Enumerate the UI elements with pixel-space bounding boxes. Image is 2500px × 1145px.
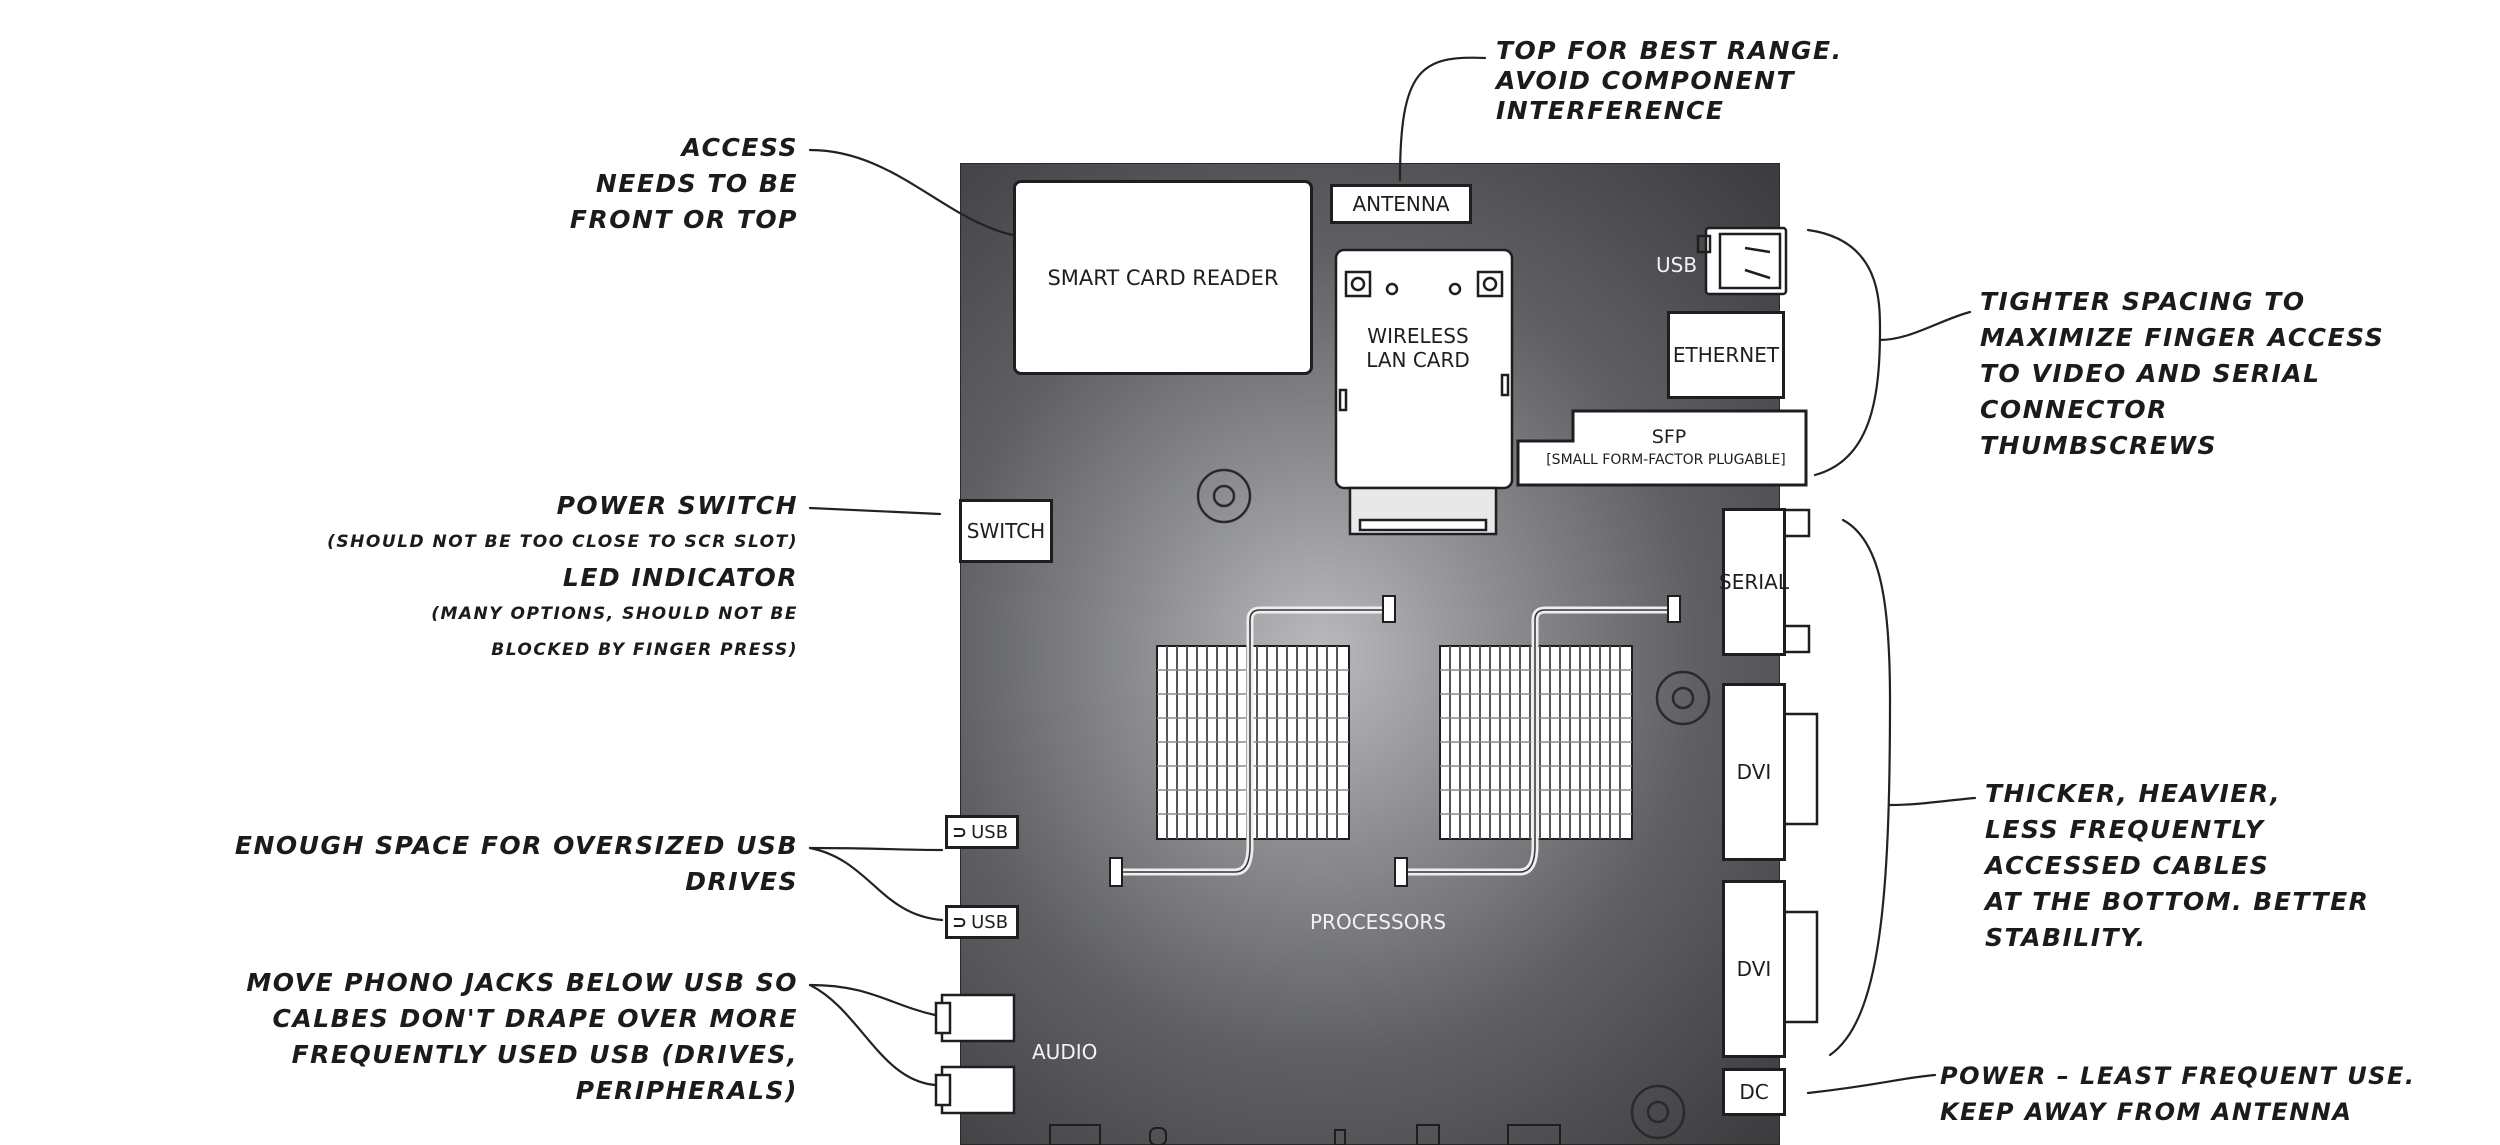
leader-phono2 bbox=[808, 983, 937, 1087]
sfp-outline bbox=[1516, 409, 1808, 487]
leader-access bbox=[808, 148, 1032, 240]
sfp-sublabel: [SMALL FORM-FACTOR PLUGABLE] bbox=[1546, 452, 1786, 468]
note-line: ACCESS bbox=[681, 133, 798, 162]
leader-usb1 bbox=[808, 846, 944, 852]
note-line: STABILITY. bbox=[1985, 923, 2147, 952]
usb-port-left-1: ⊃ USB bbox=[945, 815, 1019, 849]
dc-power-port: DC bbox=[1722, 1068, 1786, 1116]
note-line: THICKER, HEAVIER, bbox=[1985, 779, 2282, 808]
note-line: POWER SWITCH bbox=[556, 491, 798, 520]
note-line: (MANY OPTIONS, SHOULD NOT BE bbox=[431, 604, 798, 624]
note-line: TOP FOR BEST RANGE. bbox=[1496, 36, 1843, 65]
processors-label: PROCESSORS bbox=[1310, 910, 1447, 934]
wireless-lan-card: WIRELESS LAN CARD bbox=[1366, 324, 1470, 372]
note-line: TIGHTER SPACING TO bbox=[1980, 287, 2306, 316]
note-line: CALBES DON'T DRAPE OVER MORE bbox=[272, 1004, 798, 1033]
note-line: MAXIMIZE FINGER ACCESS bbox=[1980, 323, 2385, 352]
connector-tabs bbox=[1781, 508, 1819, 1024]
smart-card-reader: SMART CARD READER bbox=[1013, 180, 1313, 375]
note-line: ACCESSED CABLES bbox=[1985, 851, 2270, 880]
note-usb-space: ENOUGH SPACE FOR OVERSIZED USB DRIVES bbox=[100, 828, 798, 900]
brace-bottom bbox=[1828, 518, 1892, 1057]
note-line: PERIPHERALS) bbox=[575, 1076, 798, 1105]
note-cables: THICKER, HEAVIER, LESS FREQUENTLY ACCESS… bbox=[1985, 776, 2490, 956]
note-line: ENOUGH SPACE FOR OVERSIZED USB bbox=[234, 831, 798, 860]
note-power: POWER – LEAST FREQUENT USE. KEEP AWAY FR… bbox=[1940, 1058, 2495, 1130]
usb-connector-icon: ⊃ bbox=[952, 821, 968, 843]
wlan-socket bbox=[1334, 248, 1514, 536]
leader-spacing bbox=[1878, 310, 1972, 342]
ethernet-port: ETHERNET bbox=[1667, 311, 1785, 399]
leader-usb2 bbox=[808, 846, 944, 922]
bottom-edge-details bbox=[1049, 1124, 1561, 1145]
note-spacing: TIGHTER SPACING TO MAXIMIZE FINGER ACCES… bbox=[1980, 284, 2490, 464]
heatsink-left bbox=[1109, 595, 1396, 887]
note-line: FREQUENTLY USED USB (DRIVES, bbox=[291, 1040, 798, 1069]
note-line: MOVE PHONO JACKS BELOW USB SO bbox=[246, 968, 798, 997]
serial-port: SERIAL bbox=[1719, 508, 1789, 656]
note-line: FRONT OR TOP bbox=[569, 205, 798, 234]
usb-top-detail bbox=[1696, 226, 1788, 296]
note-line: DRIVES bbox=[685, 867, 798, 896]
note-antenna: TOP FOR BEST RANGE. AVOID COMPONENT INTE… bbox=[1496, 36, 1936, 126]
usb-top-label: USB bbox=[1656, 253, 1698, 277]
dvi-port-1: DVI bbox=[1722, 683, 1786, 861]
usb-label: USB bbox=[971, 911, 1009, 933]
usb-port-left-2: ⊃ USB bbox=[945, 905, 1019, 939]
audio-label: AUDIO bbox=[1032, 1040, 1098, 1064]
usb-connector-icon: ⊃ bbox=[952, 911, 968, 933]
power-switch[interactable]: SWITCH bbox=[959, 499, 1053, 563]
antenna: ANTENNA bbox=[1330, 184, 1472, 224]
note-power-switch-led: POWER SWITCH (SHOULD NOT BE TOO CLOSE TO… bbox=[200, 488, 798, 668]
leader-power bbox=[1806, 1073, 1937, 1095]
leader-phono1 bbox=[808, 983, 937, 1017]
heatsink-right bbox=[1394, 595, 1681, 887]
note-line: POWER – LEAST FREQUENT USE. bbox=[1940, 1062, 2416, 1090]
note-line: LED INDICATOR bbox=[562, 563, 798, 592]
note-phono: MOVE PHONO JACKS BELOW USB SO CALBES DON… bbox=[100, 965, 798, 1109]
note-access: ACCESS NEEDS TO BE FRONT OR TOP bbox=[480, 130, 798, 238]
dvi-port-2: DVI bbox=[1722, 880, 1786, 1058]
note-line: KEEP AWAY FROM ANTENNA bbox=[1940, 1098, 2353, 1126]
leader-antenna bbox=[1398, 56, 1487, 182]
leader-cables bbox=[1888, 796, 1977, 807]
note-line: LESS FREQUENTLY bbox=[1985, 815, 2265, 844]
brace-top bbox=[1806, 228, 1882, 477]
note-line: (SHOULD NOT BE TOO CLOSE TO SCR SLOT) bbox=[327, 532, 798, 552]
note-line: NEEDS TO BE bbox=[595, 169, 798, 198]
sfp-label: SFP bbox=[1651, 426, 1687, 448]
phono-jacks bbox=[934, 993, 1016, 1115]
note-line: TO VIDEO AND SERIAL bbox=[1980, 359, 2321, 388]
note-line: CONNECTOR bbox=[1980, 395, 2168, 424]
usb-label: USB bbox=[971, 821, 1009, 843]
note-line: THUMBSCREWS bbox=[1980, 431, 2217, 460]
note-line: AT THE BOTTOM. BETTER bbox=[1985, 887, 2370, 916]
mounting-holes bbox=[1196, 468, 1711, 1140]
leader-switch bbox=[808, 506, 942, 516]
note-line: INTERFERENCE bbox=[1496, 96, 1725, 125]
note-line: BLOCKED BY FINGER PRESS) bbox=[491, 640, 798, 660]
note-line: AVOID COMPONENT bbox=[1496, 66, 1796, 95]
